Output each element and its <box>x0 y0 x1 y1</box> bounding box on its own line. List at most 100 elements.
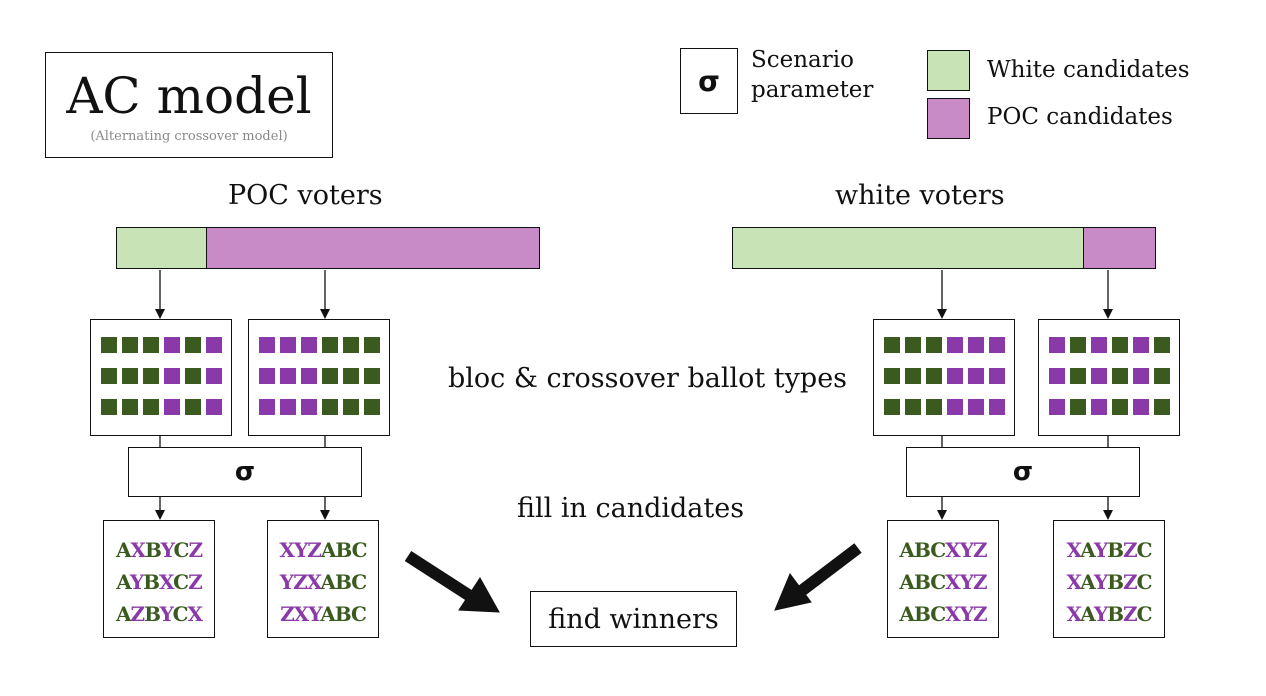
white-candidate-letter: C <box>930 570 946 594</box>
poc-candidate-letter: Y <box>159 602 174 626</box>
white-candidate-square <box>143 368 159 384</box>
legend-sigma-label: Scenario parameter <box>751 46 873 106</box>
white-candidate-letter: B <box>335 538 352 562</box>
white-candidate-letter: A <box>1080 538 1094 562</box>
poc-candidate-square <box>1133 368 1149 384</box>
white-candidate-square <box>101 337 117 353</box>
poc-candidate-letter: Y <box>279 570 294 594</box>
poc-candidate-letter: Y <box>308 602 321 626</box>
poc-candidate-square <box>164 399 180 415</box>
poc-candidate-square <box>280 368 296 384</box>
white-candidate-square <box>1112 368 1128 384</box>
poc-candidate-square <box>164 368 180 384</box>
poc-candidate-square <box>1091 368 1107 384</box>
poc-candidate-letter: X <box>159 570 174 594</box>
poc-candidate-square <box>1049 399 1065 415</box>
ballot-row <box>884 337 1014 353</box>
poc-candidate-square <box>989 368 1005 384</box>
poc-candidate-letter: Y <box>293 538 308 562</box>
poc-candidate-square <box>301 368 317 384</box>
ballot-row <box>101 337 231 353</box>
white-candidate-letter: C <box>930 538 946 562</box>
white-candidate-square <box>1154 399 1170 415</box>
poc-candidate-square <box>968 337 984 353</box>
filled-ballot: AYBXCZ <box>104 566 214 598</box>
white-candidate-letter: B <box>1107 538 1124 562</box>
poc-candidate-letter: Y <box>959 602 974 626</box>
ballot-row <box>259 399 389 415</box>
white-candidate-letter: B <box>144 602 161 626</box>
poc-candidate-letter: X <box>1066 538 1081 562</box>
poc-candidate-square <box>259 368 275 384</box>
white-candidate-square <box>884 368 900 384</box>
poc-candidate-letter: Z <box>972 570 988 594</box>
white-candidate-square <box>926 337 942 353</box>
title-box: AC model (Alternating crossover model) <box>45 52 333 158</box>
white-candidate-square <box>101 399 117 415</box>
ballot-row <box>101 368 231 384</box>
white-candidate-square <box>1154 337 1170 353</box>
thick-arrow-left-shaft <box>404 550 474 602</box>
white-candidate-letter: C <box>351 538 368 562</box>
poc-candidate-square <box>1133 337 1149 353</box>
white-candidate-letter: A <box>1080 602 1094 626</box>
white-candidate-letter: C <box>1136 570 1153 594</box>
white-candidate-letter: C <box>172 602 189 626</box>
white-candidate-square <box>185 337 201 353</box>
white-candidate-square <box>884 399 900 415</box>
white-candidate-square <box>322 368 338 384</box>
white-candidate-square <box>1070 368 1086 384</box>
white-candidate-letter: C <box>173 538 190 562</box>
poc-candidate-letter: Y <box>1093 538 1108 562</box>
white-candidate-square <box>1112 399 1128 415</box>
poc-bloc-ballot-type <box>90 319 232 436</box>
white-candidate-square <box>101 368 117 384</box>
poc-candidate-letter: Y <box>1093 570 1108 594</box>
white-candidate-letter: C <box>173 570 189 594</box>
white-candidate-letter: A <box>1080 570 1094 594</box>
poc-candidate-square <box>989 337 1005 353</box>
poc-candidate-letter: X <box>945 570 961 594</box>
poc-bar-white-support <box>117 228 206 268</box>
white-candidate-square <box>364 399 380 415</box>
white-candidate-letter: B <box>335 570 352 594</box>
ballot-row <box>1049 337 1179 353</box>
white-candidate-letter: A <box>320 538 337 562</box>
white-candidate-square <box>1070 399 1086 415</box>
white-candidate-square <box>143 399 159 415</box>
poc-candidate-letter: Z <box>188 570 203 594</box>
white-candidate-letter: A <box>320 570 336 594</box>
ballot-row <box>1049 399 1179 415</box>
thick-arrow-left-head <box>458 577 500 613</box>
poc-candidate-square <box>206 337 222 353</box>
thick-arrow-right-shaft <box>796 543 862 597</box>
filled-ballot: AZBYCX <box>104 598 214 630</box>
white-candidate-letter: A <box>115 538 132 562</box>
ballot-row <box>101 399 231 415</box>
poc-candidate-square <box>1049 337 1065 353</box>
find-winners-box: find winners <box>530 591 737 647</box>
white-candidate-square <box>185 368 201 384</box>
legend-sigma-label-line2: parameter <box>751 76 874 103</box>
poc-candidate-square <box>989 399 1005 415</box>
poc-candidate-letter: Y <box>129 570 144 594</box>
white-candidate-letter: A <box>899 602 915 626</box>
legend-sigma-label-line1: Scenario <box>751 47 854 73</box>
filled-ballot: AXBYCZ <box>104 534 214 566</box>
white-bar-white-support <box>733 228 1084 268</box>
poc-candidate-letter: X <box>1066 570 1081 594</box>
white-candidate-letter: B <box>334 602 352 626</box>
poc-voters-title: POC voters <box>228 180 383 211</box>
white-candidate-square <box>905 337 921 353</box>
white-sigma-box: σ <box>906 447 1140 497</box>
poc-candidate-letter: Z <box>307 538 322 562</box>
white-candidate-letter: B <box>913 602 931 626</box>
white-candidate-letter: B <box>913 538 931 562</box>
filled-ballot: ZXYABC <box>268 598 378 630</box>
ballot-row <box>259 368 389 384</box>
poc-candidate-square <box>280 399 296 415</box>
white-candidate-square <box>905 368 921 384</box>
poc-candidate-square <box>968 399 984 415</box>
